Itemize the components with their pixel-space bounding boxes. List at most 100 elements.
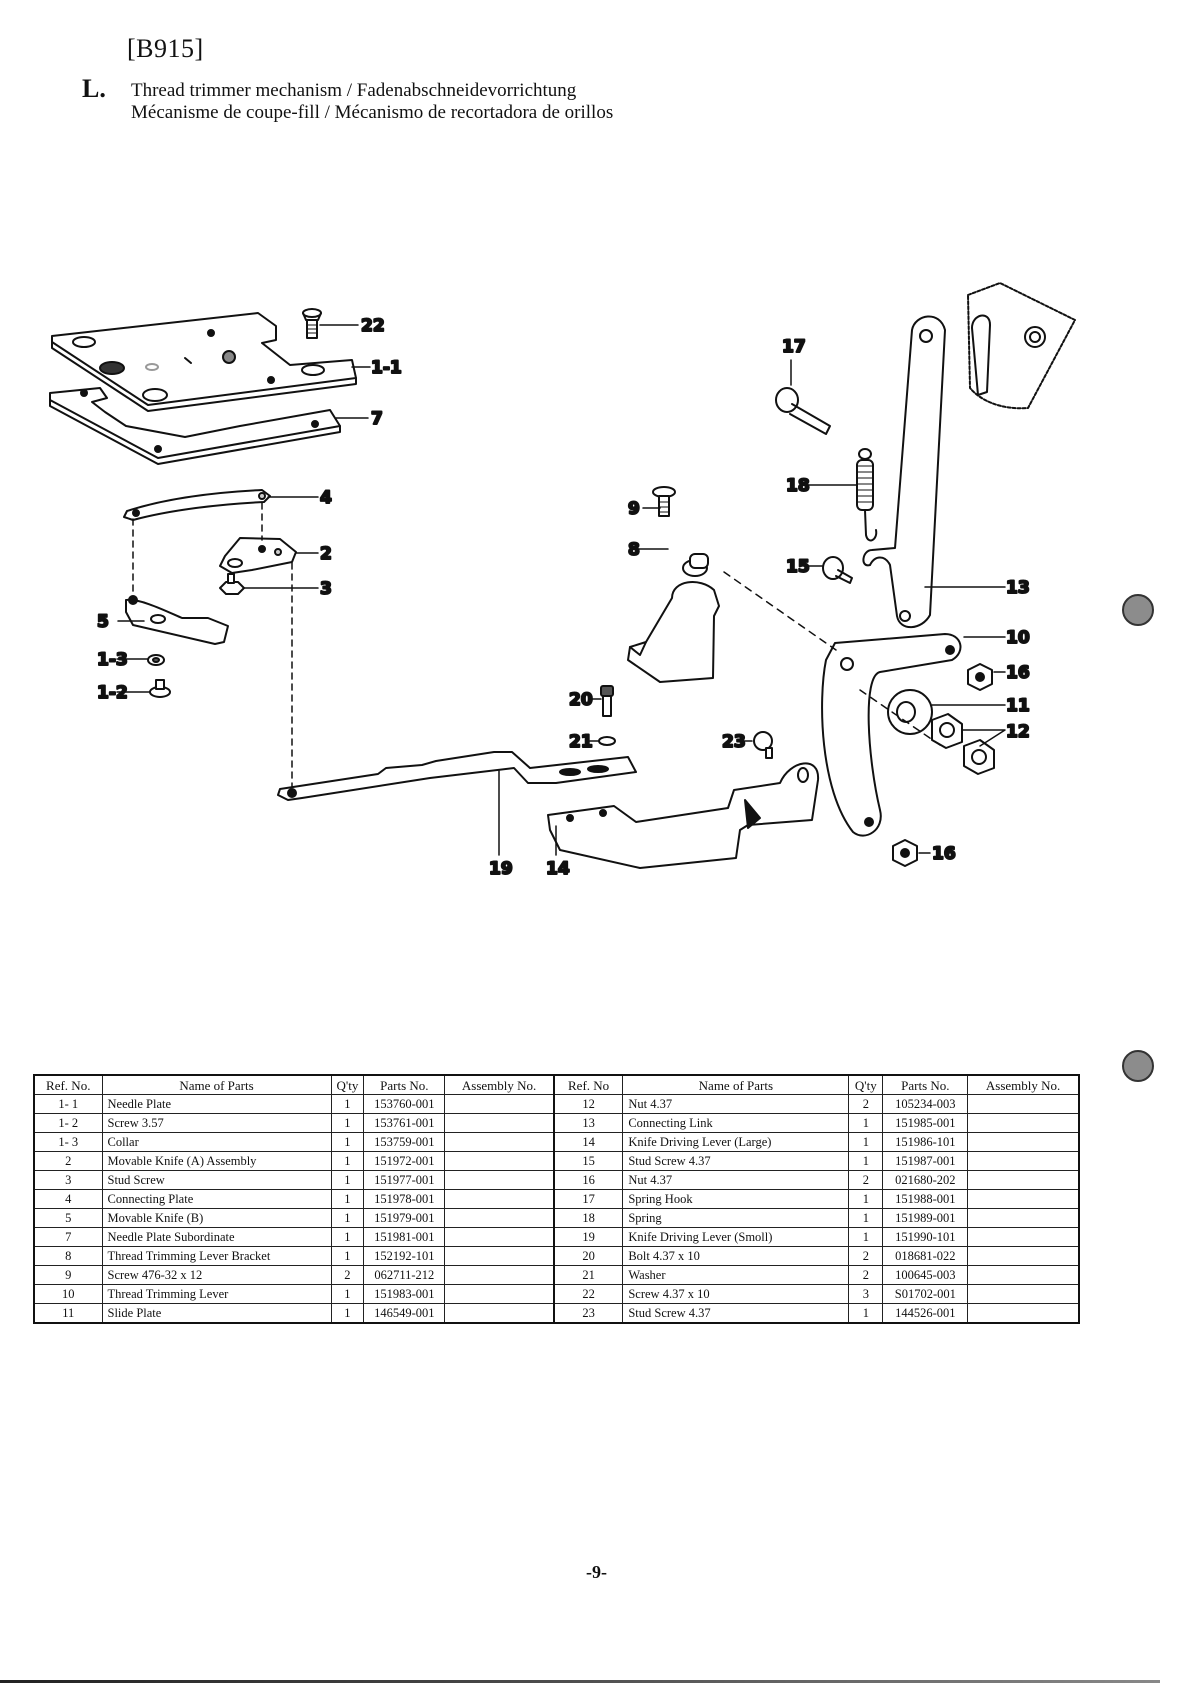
- callout-9: 9: [628, 499, 640, 519]
- exploded-parts-diagram: 22 1-1 7 4 2 3 5 1-3 1-2 17 18 9 8 15 13…: [0, 150, 1193, 910]
- part-no-cell: 146549-001: [363, 1303, 446, 1324]
- name-cell: Slide Plate: [101, 1303, 332, 1324]
- callout-13: 13: [1006, 578, 1030, 598]
- callout-18: 18: [786, 476, 810, 496]
- assembly-no-cell: [967, 1094, 1080, 1114]
- qty-cell: 1: [330, 1189, 365, 1209]
- callout-1-2: 1-2: [97, 683, 128, 703]
- qty-cell: 1: [848, 1227, 884, 1247]
- section-letter: L.: [82, 74, 106, 103]
- part-no-cell: 151983-001: [363, 1284, 446, 1304]
- qty-cell: 1: [848, 1208, 884, 1228]
- spring-hook-part: [775, 387, 831, 435]
- callout-19: 19: [489, 859, 513, 879]
- part-no-cell: 151985-001: [882, 1113, 969, 1133]
- ref-cell: 23: [552, 1303, 624, 1324]
- assembly-no-cell: [444, 1208, 555, 1228]
- qty-cell: 2: [848, 1094, 884, 1114]
- connecting-link-part: [862, 315, 946, 629]
- callout-22: 22: [361, 316, 385, 336]
- callout-21: 21: [569, 732, 593, 752]
- name-cell: Stud Screw 4.37: [622, 1151, 850, 1171]
- knife-driving-lever-large-part: [547, 762, 820, 869]
- section-title-line1: Thread trimmer mechanism / Fadenabschnei…: [131, 80, 577, 101]
- qty-cell: 1: [330, 1113, 365, 1133]
- callout-11: 11: [1006, 696, 1030, 716]
- part-no-cell: 153759-001: [363, 1132, 446, 1152]
- qty-cell: 1: [330, 1246, 365, 1266]
- assembly-no-cell: [967, 1113, 1080, 1133]
- name-cell: Needle Plate: [101, 1094, 332, 1114]
- ref-cell: 18: [552, 1208, 624, 1228]
- name-cell: Stud Screw: [101, 1170, 332, 1190]
- col-header-assembly-no: Assembly No.: [444, 1074, 555, 1095]
- qty-cell: 2: [330, 1265, 365, 1285]
- part-no-cell: 144526-001: [882, 1303, 969, 1324]
- name-cell: Stud Screw 4.37: [622, 1303, 850, 1324]
- ref-cell: 9: [33, 1265, 103, 1285]
- ref-cell: 12: [552, 1094, 624, 1114]
- slide-plate-part: [887, 689, 933, 735]
- assembly-no-cell: [444, 1132, 555, 1152]
- bottom-rule: [0, 1680, 1160, 1683]
- col-header-ref: Ref. No.: [33, 1074, 103, 1095]
- assembly-no-cell: [444, 1113, 555, 1133]
- name-cell: Thread Trimming Lever: [101, 1284, 332, 1304]
- part-no-cell: 152192-101: [363, 1246, 446, 1266]
- callout-14: 14: [546, 859, 570, 879]
- callout-17: 17: [782, 337, 806, 357]
- part-no-cell: 151987-001: [882, 1151, 969, 1171]
- assembly-no-cell: [967, 1265, 1080, 1285]
- name-cell: Washer: [622, 1265, 850, 1285]
- ref-cell: 5: [33, 1208, 103, 1228]
- part-no-cell: 151979-001: [363, 1208, 446, 1228]
- ref-cell: 15: [552, 1151, 624, 1171]
- part-no-cell: 151988-001: [882, 1189, 969, 1209]
- screw-22-part: [302, 308, 322, 339]
- ref-cell: 20: [552, 1246, 624, 1266]
- qty-cell: 1: [330, 1227, 365, 1247]
- spring-part: [856, 448, 878, 542]
- qty-cell: 1: [848, 1189, 884, 1209]
- binder-hole-upper: [1122, 594, 1154, 626]
- assembly-no-cell: [444, 1094, 555, 1114]
- callout-1-1: 1-1: [371, 358, 402, 378]
- callout-2: 2: [320, 544, 332, 564]
- needle-plate-part: [51, 312, 357, 412]
- part-no-cell: 151986-101: [882, 1132, 969, 1152]
- assembly-no-cell: [967, 1246, 1080, 1266]
- col-header-ref: Ref. No: [552, 1074, 624, 1095]
- ref-cell: 14: [552, 1132, 624, 1152]
- callout-5: 5: [97, 612, 109, 632]
- callout-20: 20: [569, 690, 593, 710]
- bolt-part: [600, 685, 614, 717]
- name-cell: Spring Hook: [622, 1189, 850, 1209]
- qty-cell: 1: [330, 1132, 365, 1152]
- name-cell: Connecting Link: [622, 1113, 850, 1133]
- nut-12-part: [931, 713, 995, 775]
- name-cell: Needle Plate Subordinate: [101, 1227, 332, 1247]
- assembly-no-cell: [444, 1189, 555, 1209]
- col-header-name: Name of Parts: [622, 1074, 850, 1095]
- part-no-cell: 151972-001: [363, 1151, 446, 1171]
- qty-cell: 1: [848, 1132, 884, 1152]
- assembly-no-cell: [444, 1303, 555, 1324]
- callout-8: 8: [628, 540, 640, 560]
- lever-bracket-part: [627, 553, 720, 683]
- screw-1-2-part: [149, 679, 171, 698]
- assembly-no-cell: [967, 1284, 1080, 1304]
- ref-cell: 1- 3: [33, 1132, 103, 1152]
- part-no-cell: 151989-001: [882, 1208, 969, 1228]
- assembly-no-cell: [444, 1246, 555, 1266]
- part-no-cell: 151978-001: [363, 1189, 446, 1209]
- name-cell: Screw 476-32 x 12: [101, 1265, 332, 1285]
- knife-driving-lever-small-part: [277, 751, 637, 801]
- nut-16-part: [892, 663, 993, 867]
- qty-cell: 1: [330, 1170, 365, 1190]
